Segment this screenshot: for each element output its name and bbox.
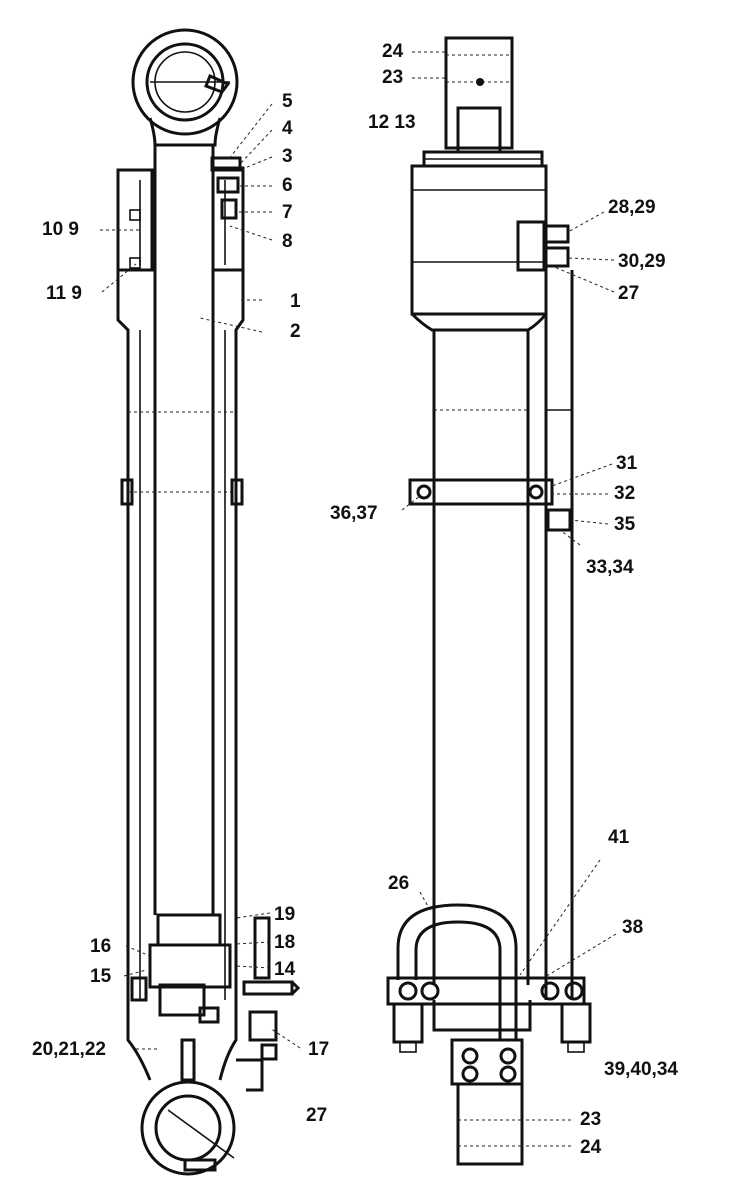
top-eye xyxy=(131,28,239,136)
callout-2: 2 xyxy=(290,321,301,342)
callout-24-top: 24 xyxy=(382,41,404,62)
gland-right xyxy=(211,166,245,272)
callout-1: 1 xyxy=(290,291,301,312)
callout-6: 6 xyxy=(282,175,293,196)
port-tube xyxy=(253,916,271,980)
clamp-band xyxy=(408,478,554,506)
callout-38: 38 xyxy=(622,917,644,938)
rod-end-top xyxy=(444,36,514,150)
callout-20-21-22: 20,21,22 xyxy=(32,1039,106,1060)
callout-33-34: 33,34 xyxy=(586,557,634,578)
rod-end-bottom xyxy=(456,1082,524,1166)
callout-35: 35 xyxy=(614,514,636,535)
callout-32: 32 xyxy=(614,483,636,504)
callout-10-9: 10 9 xyxy=(42,219,79,240)
callout-39-40-34: 39,40,34 xyxy=(604,1059,678,1080)
callout-30-29: 30,29 xyxy=(618,251,666,272)
callout-41: 41 xyxy=(608,827,630,848)
callout-23-top: 23 xyxy=(382,67,404,88)
callout-8: 8 xyxy=(282,231,293,252)
callout-18: 18 xyxy=(274,932,296,953)
left-cylinder xyxy=(116,28,301,1176)
leader-lines xyxy=(100,51,617,1147)
callout-23-bottom: 23 xyxy=(580,1109,602,1130)
callout-17: 17 xyxy=(308,1039,330,1060)
callout-28-29: 28,29 xyxy=(608,197,656,218)
callout-16: 16 xyxy=(90,936,112,957)
right-cylinder xyxy=(386,36,592,1166)
callout-11-9: 11 9 xyxy=(46,283,82,304)
callout-31: 31 xyxy=(616,453,638,474)
callout-19: 19 xyxy=(274,904,296,925)
lower-clamp xyxy=(386,976,586,1006)
callout-3: 3 xyxy=(282,146,293,167)
callout-15: 15 xyxy=(90,966,112,987)
u-tube xyxy=(396,903,518,1040)
gland-left xyxy=(116,168,154,272)
callout-5: 5 xyxy=(282,91,293,112)
barrel-left-wall xyxy=(116,270,130,1015)
callout-14: 14 xyxy=(274,959,296,980)
callout-27-right: 27 xyxy=(618,283,640,304)
callout-36-37: 36,37 xyxy=(330,503,378,524)
callout-24-bottom: 24 xyxy=(580,1137,602,1158)
callout-7: 7 xyxy=(282,202,293,223)
callout-26: 26 xyxy=(388,873,410,894)
piston xyxy=(156,913,222,947)
callout-27-left: 27 xyxy=(306,1105,328,1126)
barrel-right-wall xyxy=(234,270,245,1015)
callout-12-13: 12 13 xyxy=(368,112,416,133)
callout-4: 4 xyxy=(282,118,293,139)
head-block xyxy=(410,164,548,316)
bottom-head xyxy=(126,1015,152,1081)
bottom-eye xyxy=(140,1080,236,1176)
